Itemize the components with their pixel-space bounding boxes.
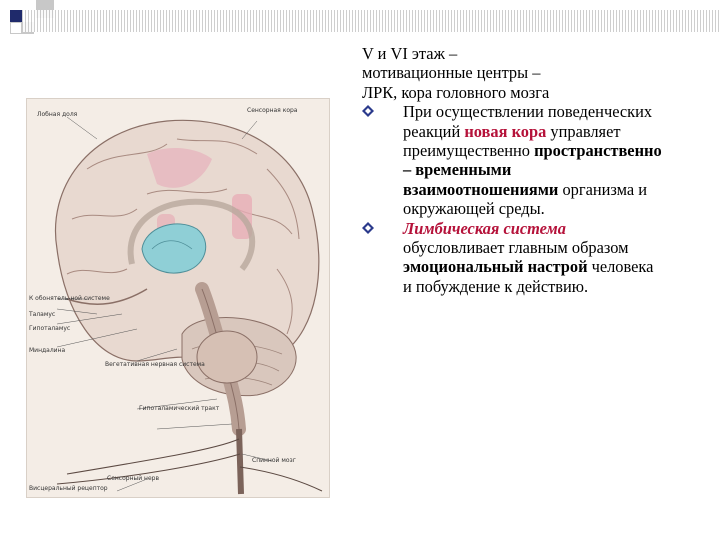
figure-label: Таламус: [29, 311, 56, 318]
highlight-neocortex: новая кора: [464, 121, 547, 141]
figure-label: Сенсорная кора: [247, 107, 298, 114]
slide-text: V и VI этаж – мотивационные центры – ЛРК…: [362, 44, 662, 296]
figure-label: Спинной мозг: [252, 457, 296, 464]
bullet-item: При осуществлении поведенческих реакций …: [362, 102, 662, 218]
highlight-spatiotemporal: пространственно – временными взаимоотнош…: [403, 141, 662, 199]
bullet-text: При осуществлении поведенческих реакций: [403, 102, 653, 141]
decorative-stripe-bar: [22, 10, 720, 32]
deco-square-4: [10, 22, 22, 34]
heading-line: мотивационные центры –: [362, 63, 541, 83]
highlight-emotional-tone: эмоциональный настрой: [403, 257, 588, 277]
figure-label: Висцеральный рецептор: [29, 485, 108, 492]
brain-illustration: Лобная доля Сенсорная кора К обонятель-н…: [26, 98, 330, 498]
heading-line: V и VI этаж –: [362, 44, 458, 63]
heading-line: ЛРК, кора головного мозга: [362, 82, 550, 102]
figure-label: Вегетативная нервная система: [105, 361, 205, 368]
figure-label: Лобная доля: [37, 111, 78, 118]
brain-drawing: [55, 116, 323, 495]
highlight-limbic-system: Лимбическая система: [403, 218, 566, 238]
figure-label: К обонятель-ной системе: [29, 295, 110, 302]
figure-label: Гипоталамический тракт: [139, 405, 220, 412]
figure-label: Миндалина: [29, 347, 66, 354]
bullet-item: Лимбическая система обусловливает главны…: [362, 219, 662, 297]
bullet-text: человека и побуждение к действию.: [403, 257, 654, 296]
figure-label: Сенсорный нерв: [107, 475, 160, 482]
diamond-bullet-icon: [362, 221, 374, 234]
figure-label: Гипоталамус: [29, 325, 71, 332]
bullet-text: обусловливает главным образом: [403, 238, 629, 258]
bullet-text: организма и окружающей среды.: [403, 179, 648, 219]
diamond-bullet-icon: [362, 105, 374, 118]
deco-square-1: [10, 10, 22, 22]
bullet-text: управляет преимущественно: [403, 121, 621, 161]
